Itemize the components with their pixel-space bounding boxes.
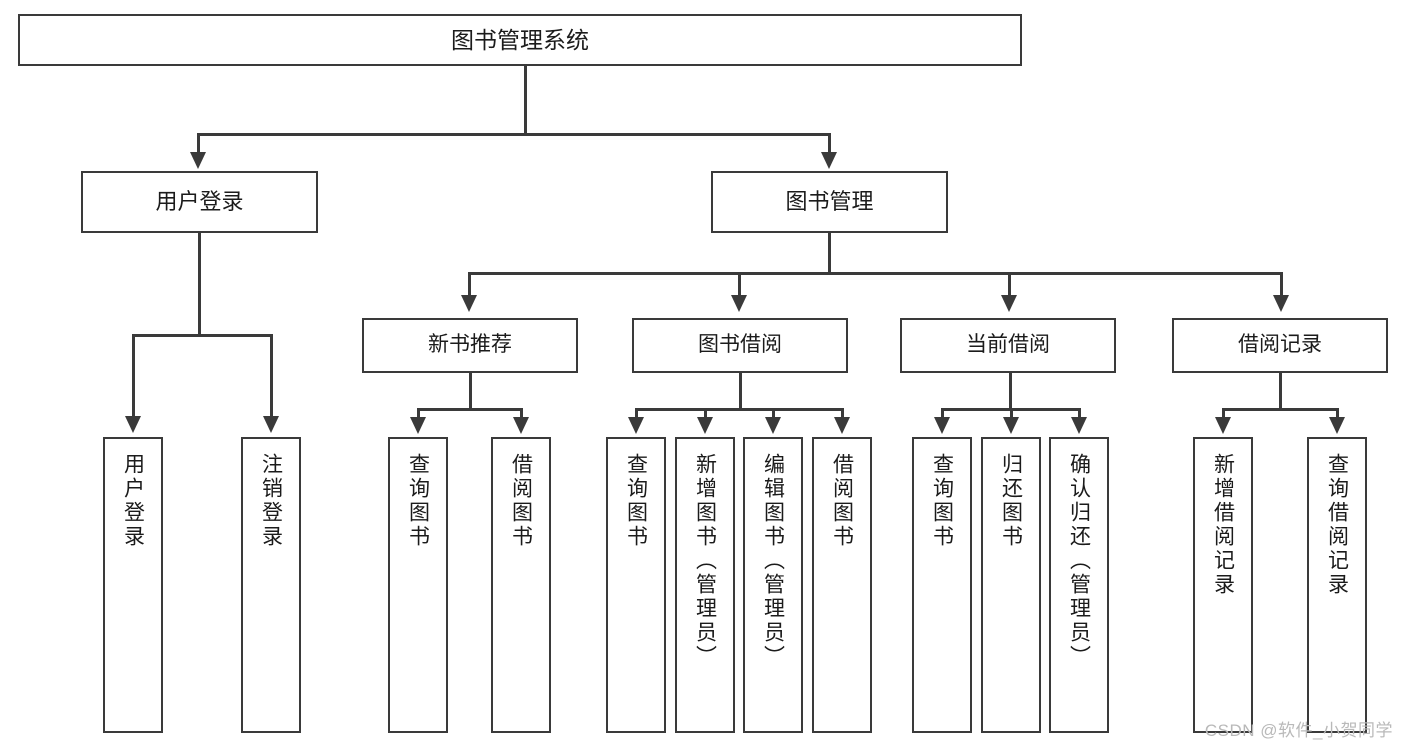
node-label: 用户登录: [155, 189, 244, 215]
arrowhead-current-borrow: [1001, 295, 1017, 312]
node-label: 查询借阅记录: [1325, 453, 1349, 597]
node-label: 借阅图书: [509, 453, 533, 549]
arrowhead-book-borrow: [731, 295, 747, 312]
connector-borrow-drop-2: [704, 408, 707, 419]
connector-book-mgmt-drop-4: [1280, 272, 1283, 297]
leaf-borrow-add-book[interactable]: 新增图书（管理员）: [675, 437, 735, 733]
connector-record-drop-2: [1336, 408, 1339, 419]
node-label: 借阅图书: [830, 453, 854, 549]
leaf-record-add-record[interactable]: 新增借阅记录: [1193, 437, 1253, 733]
arrowhead-current-return-book: [1003, 417, 1019, 434]
connector-user-login-bar: [132, 334, 272, 337]
connector-record-drop-1: [1222, 408, 1225, 419]
connector-root-to-user-login: [197, 133, 200, 155]
connector-current-drop-3: [1078, 408, 1081, 419]
node-user-login[interactable]: 用户登录: [81, 171, 318, 233]
connector-recommend-bar: [417, 408, 522, 411]
connector-root-to-book-mgmt: [828, 133, 831, 155]
node-borrow-record[interactable]: 借阅记录: [1172, 318, 1388, 373]
node-label: 确认归还（管理员）: [1067, 453, 1091, 669]
node-label: 新书推荐: [428, 333, 512, 357]
node-book-management[interactable]: 图书管理: [711, 171, 948, 233]
connector-root-bar: [197, 133, 830, 136]
csdn-watermark: CSDN @软件_小贺同学: [1204, 721, 1393, 740]
node-label: 图书管理: [785, 189, 874, 215]
leaf-recommend-borrow-book[interactable]: 借阅图书: [491, 437, 551, 733]
connector-user-login-stem: [198, 233, 201, 335]
connector-borrow-bar: [635, 408, 843, 411]
leaf-borrow-edit-book[interactable]: 编辑图书（管理员）: [743, 437, 803, 733]
arrowhead-borrow-query-book: [628, 417, 644, 434]
arrowhead-recommend-query-book: [410, 417, 426, 434]
connector-current-stem: [1009, 373, 1012, 409]
arrowhead-root-to-book-mgmt: [821, 152, 837, 169]
connector-book-mgmt-drop-1: [468, 272, 471, 297]
connector-borrow-drop-4: [841, 408, 844, 419]
node-root-library-system[interactable]: 图书管理系统: [18, 14, 1022, 66]
node-label: 注销登录: [259, 453, 283, 549]
connector-book-mgmt-drop-2: [738, 272, 741, 297]
arrowhead-leaf-user-login: [125, 416, 141, 433]
leaf-record-query-record[interactable]: 查询借阅记录: [1307, 437, 1367, 733]
node-book-borrow[interactable]: 图书借阅: [632, 318, 848, 373]
node-label: 图书借阅: [698, 333, 782, 357]
connector-current-drop-1: [941, 408, 944, 419]
leaf-borrow-borrow-book[interactable]: 借阅图书: [812, 437, 872, 733]
connector-borrow-drop-3: [772, 408, 775, 419]
connector-recommend-stem: [469, 373, 472, 409]
arrowhead-recommend-borrow-book: [513, 417, 529, 434]
node-label: 当前借阅: [966, 333, 1050, 357]
leaf-borrow-query-book[interactable]: 查询图书: [606, 437, 666, 733]
node-label: 查询图书: [930, 453, 954, 549]
node-label: 用户登录: [121, 453, 145, 549]
connector-book-mgmt-bar: [468, 272, 1280, 275]
node-label: 查询图书: [406, 453, 430, 549]
connector-root-stem: [524, 66, 527, 134]
connector-record-bar: [1222, 408, 1338, 411]
connector-recommend-drop-1: [417, 408, 420, 419]
connector-book-mgmt-stem: [828, 233, 831, 273]
arrowhead-record-add-record: [1215, 417, 1231, 434]
arrowhead-borrow-add-book: [697, 417, 713, 434]
leaf-current-query-book[interactable]: 查询图书: [912, 437, 972, 733]
arrowhead-borrow-edit-book: [765, 417, 781, 434]
connector-user-login-drop-2: [270, 334, 273, 418]
leaf-user-login[interactable]: 用户登录: [103, 437, 163, 733]
node-label: 归还图书: [999, 453, 1023, 549]
node-new-book-recommend[interactable]: 新书推荐: [362, 318, 578, 373]
connector-book-mgmt-drop-3: [1008, 272, 1011, 297]
connector-borrow-drop-1: [635, 408, 638, 419]
node-label: 新增图书（管理员）: [693, 453, 717, 669]
leaf-current-return-book[interactable]: 归还图书: [981, 437, 1041, 733]
leaf-recommend-query-book[interactable]: 查询图书: [388, 437, 448, 733]
node-label: 图书管理系统: [451, 26, 589, 53]
node-label: 借阅记录: [1238, 333, 1322, 357]
arrowhead-borrow-borrow-book: [834, 417, 850, 434]
connector-user-login-drop-1: [132, 334, 135, 418]
connector-borrow-stem: [739, 373, 742, 409]
arrowhead-record-query-record: [1329, 417, 1345, 434]
arrowhead-borrow-record: [1273, 295, 1289, 312]
arrowhead-leaf-logout: [263, 416, 279, 433]
arrowhead-new-book-recommend: [461, 295, 477, 312]
leaf-current-confirm-return[interactable]: 确认归还（管理员）: [1049, 437, 1109, 733]
arrowhead-current-query-book: [934, 417, 950, 434]
leaf-logout[interactable]: 注销登录: [241, 437, 301, 733]
arrowhead-root-to-user-login: [190, 152, 206, 169]
node-label: 新增借阅记录: [1211, 453, 1235, 597]
arrowhead-current-confirm-return: [1071, 417, 1087, 434]
node-current-borrow[interactable]: 当前借阅: [900, 318, 1116, 373]
connector-record-stem: [1279, 373, 1282, 409]
node-label: 查询图书: [624, 453, 648, 549]
node-label: 编辑图书（管理员）: [761, 453, 785, 669]
connector-current-drop-2: [1010, 408, 1013, 419]
connector-recommend-drop-2: [520, 408, 523, 419]
